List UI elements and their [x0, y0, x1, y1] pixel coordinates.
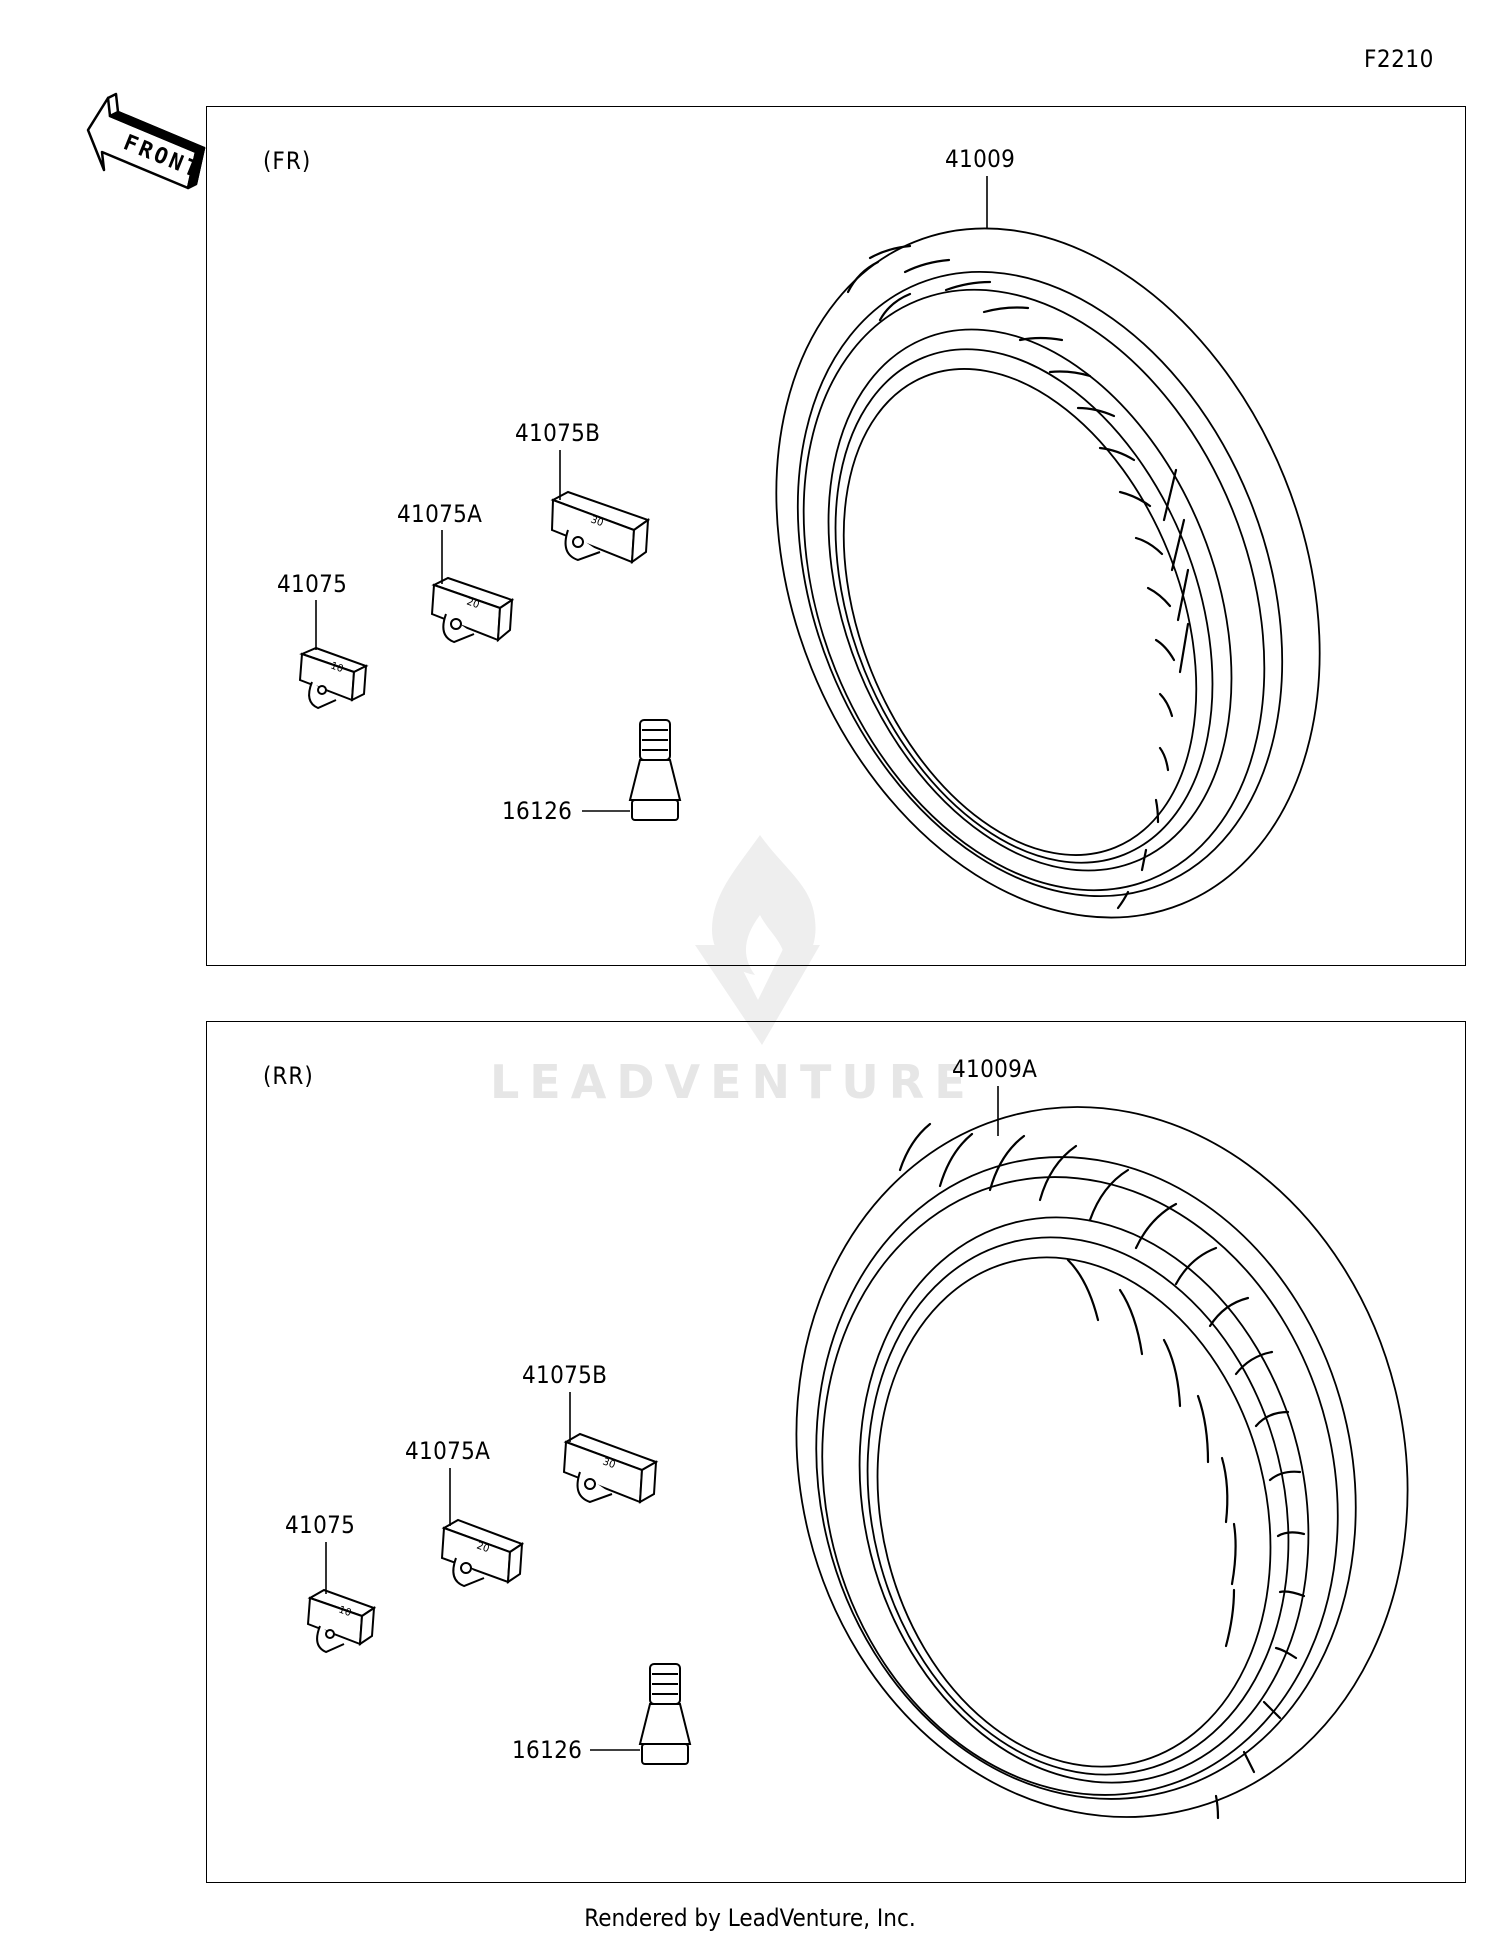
front-tread-pattern — [846, 244, 1190, 910]
part-label-valve[interactable]: 16126 — [502, 797, 573, 825]
panel-label: (RR) — [263, 1062, 314, 1090]
part-label-weight[interactable]: 41075 — [277, 570, 348, 598]
wheel-weight-a — [430, 576, 515, 644]
panel-label: (FR) — [263, 147, 312, 175]
part-label-valve[interactable]: 16126 — [512, 1736, 583, 1764]
part-label-weight-b[interactable]: 41075B — [515, 419, 601, 447]
weight-mark: 10 — [329, 660, 345, 675]
weight-mark: 30 — [601, 1456, 617, 1471]
wheel-weight-a — [440, 1518, 525, 1588]
front-arrow-icon: FRONT — [86, 92, 206, 190]
part-label-weight-a[interactable]: 41075A — [405, 1437, 491, 1465]
watermark-text: LEADVENTURE — [490, 1055, 976, 1109]
part-label-weight-a[interactable]: 41075A — [397, 500, 483, 528]
tire-valve — [628, 719, 682, 821]
weight-mark: 20 — [475, 1540, 491, 1555]
page-code: F2210 — [1364, 45, 1434, 73]
weight-mark: 10 — [337, 1604, 353, 1619]
wheel-weight — [298, 646, 369, 710]
front-panel: (FR) — [206, 106, 1466, 966]
weight-mark: 20 — [465, 596, 481, 611]
wheel-weight-b — [562, 1432, 659, 1504]
tire-valve — [638, 1663, 692, 1765]
wheel-weight — [306, 1588, 377, 1654]
part-label-weight-b[interactable]: 41075B — [522, 1361, 608, 1389]
rear-panel: (RR) — [206, 1021, 1466, 1883]
footer-credit: Rendered by LeadVenture, Inc. — [584, 1904, 916, 1932]
part-label-tire[interactable]: 41009 — [945, 145, 1016, 173]
weight-mark: 30 — [589, 514, 605, 529]
part-label-weight[interactable]: 41075 — [285, 1511, 356, 1539]
part-label-tire[interactable]: 41009A — [952, 1055, 1038, 1083]
rear-tread-pattern — [898, 1122, 1306, 1820]
wheel-weight-b — [550, 490, 651, 565]
